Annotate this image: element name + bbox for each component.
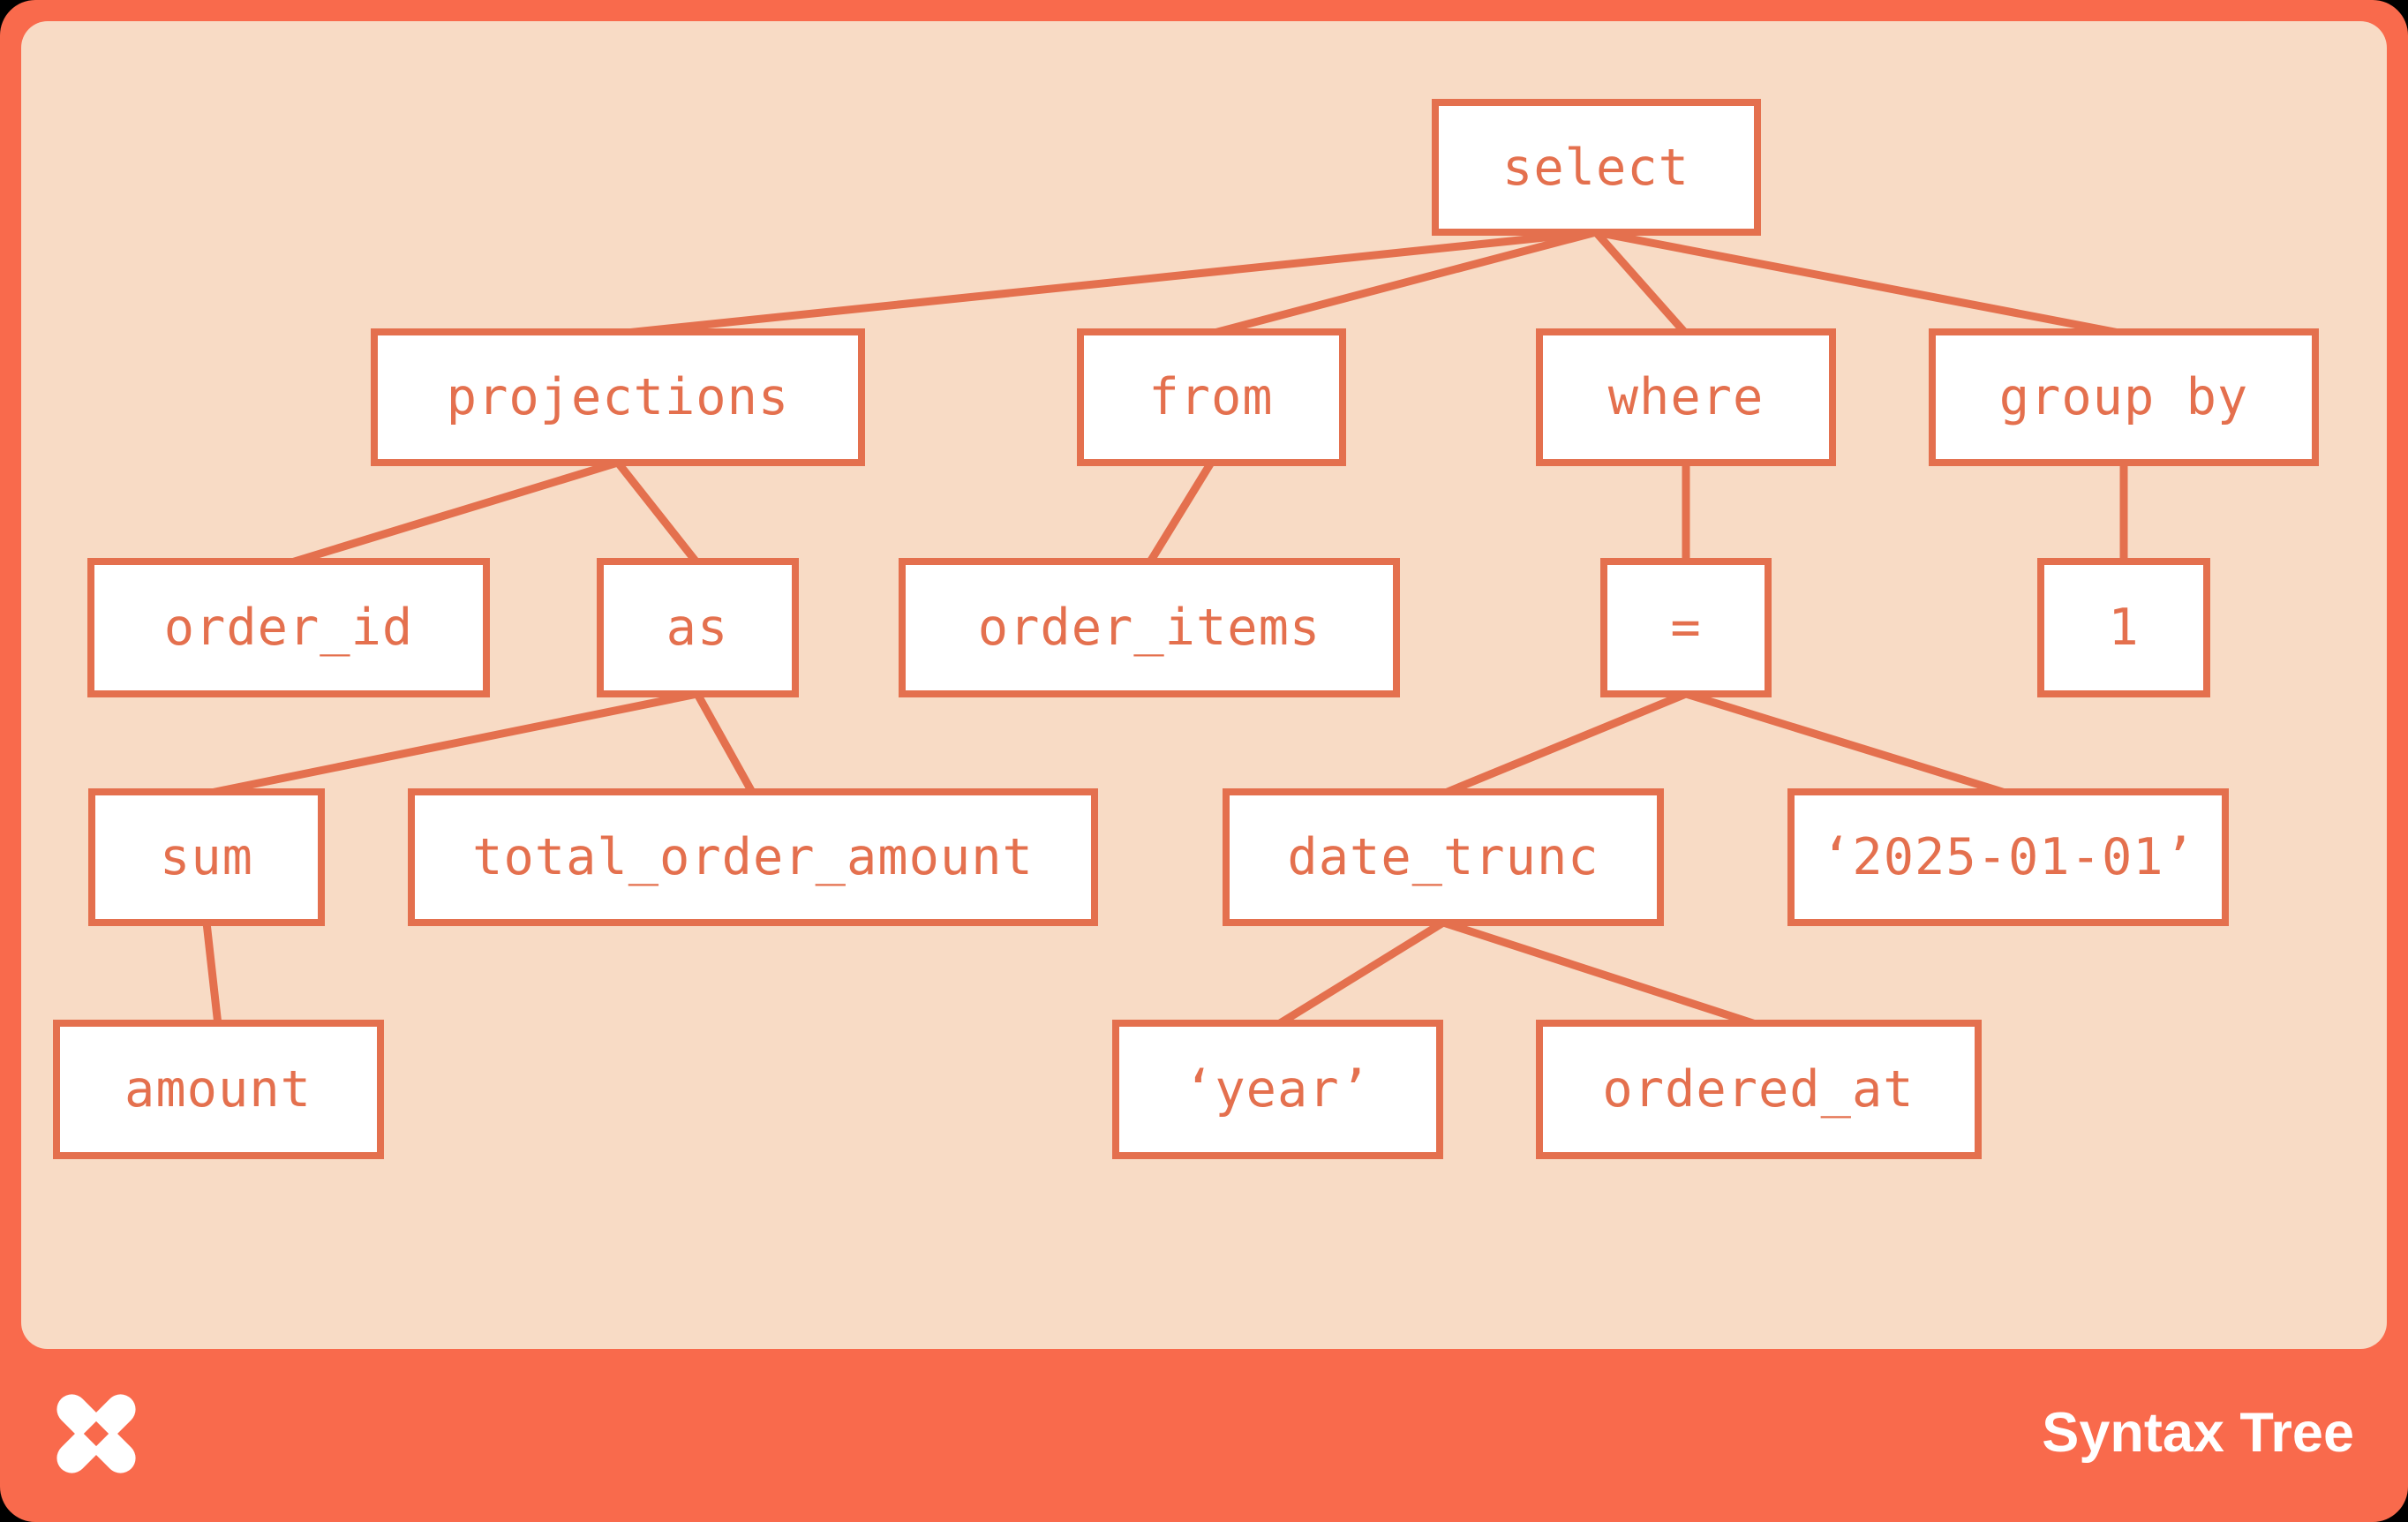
tree-node-projections: projections xyxy=(371,328,865,466)
tree-node-date_trunc: date_trunc xyxy=(1223,788,1664,926)
tree-node-label: date_trunc xyxy=(1287,828,1599,886)
tree-node-label: 1 xyxy=(2108,599,2140,657)
tree-node-label: group by xyxy=(1998,368,2249,426)
tree-node-label: where xyxy=(1607,368,1765,426)
tree-node-total_order_amount: total_order_amount xyxy=(408,788,1098,926)
tree-node-label: select xyxy=(1502,138,1689,197)
tree-node-label: amount xyxy=(124,1060,312,1119)
tree-node-label: order_items xyxy=(977,599,1321,657)
footer-title: Syntax Tree xyxy=(2042,1402,2354,1465)
tree-node-label: as xyxy=(666,599,729,657)
tree-node-as: as xyxy=(596,558,799,697)
tree-node-label: sum xyxy=(160,828,253,886)
tree-node-amount: amount xyxy=(52,1020,384,1159)
tree-node-label: ‘2025-01-01’ xyxy=(1821,828,2195,886)
tree-node-group_by: group by xyxy=(1929,328,2319,466)
tree-node-ordered_at: ordered_at xyxy=(1535,1020,1982,1159)
tree-node-sum: sum xyxy=(88,788,325,926)
footer-bar: Syntax Tree xyxy=(0,1349,2408,1522)
pinwheel-logo-icon xyxy=(50,1388,142,1480)
tree-node-one: 1 xyxy=(2037,558,2210,697)
tree-node-label: order_id xyxy=(163,599,414,657)
tree-node-order_id: order_id xyxy=(87,558,490,697)
tree-node-eq: = xyxy=(1600,558,1772,697)
tree-node-order_items: order_items xyxy=(899,558,1400,697)
tree-node-where: where xyxy=(1536,328,1836,466)
tree-node-label: ordered_at xyxy=(1602,1060,1915,1119)
tree-node-label: = xyxy=(1670,599,1702,657)
tree-node-year_literal: ‘year’ xyxy=(1111,1020,1443,1159)
tree-node-label: from xyxy=(1148,368,1274,426)
tree-node-date_literal: ‘2025-01-01’ xyxy=(1787,788,2229,926)
tree-node-label: total_order_amount xyxy=(472,828,1034,886)
tree-node-select: select xyxy=(1431,99,1761,236)
tree-node-from: from xyxy=(1076,328,1346,466)
tree-node-label: ‘year’ xyxy=(1184,1060,1371,1119)
tree-node-label: projections xyxy=(446,368,790,426)
